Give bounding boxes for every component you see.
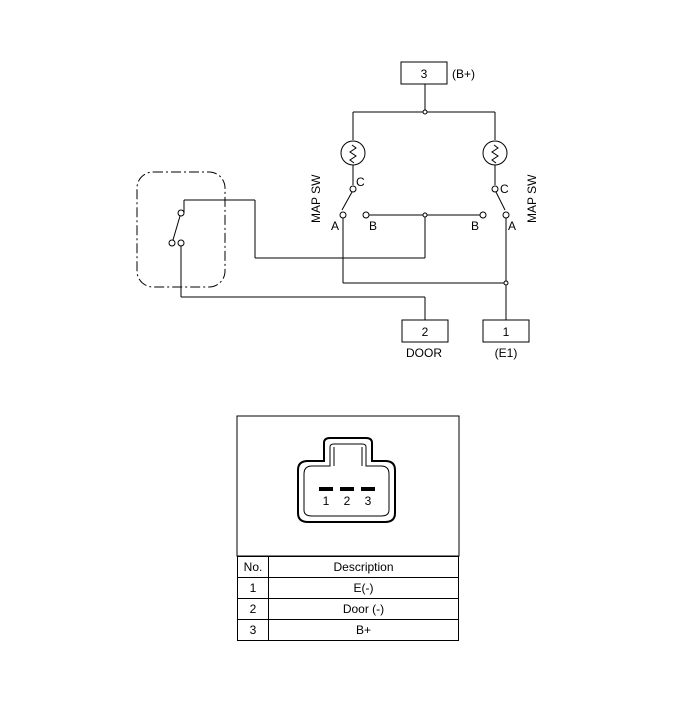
left-switch-terminal-a	[339, 211, 347, 219]
terminal-door-label: DOOR	[406, 346, 442, 360]
right-switch-label-a: A	[508, 219, 516, 233]
terminal-b-plus-number: 3	[421, 67, 428, 81]
right-switch-label-c: C	[500, 182, 509, 196]
terminal-b-plus-label: (B+)	[452, 67, 475, 81]
right-switch-terminal-b	[479, 211, 487, 219]
cell-no: 3	[237, 619, 269, 641]
connector-pin-3-label: 3	[365, 494, 372, 508]
terminal-door-number: 2	[422, 325, 429, 339]
terminal-e1-number: 1	[503, 325, 510, 339]
right-switch-name: MAP SW	[525, 174, 539, 223]
right-switch-label-b: B	[471, 219, 479, 233]
table-row: 2 Door (-)	[237, 598, 459, 620]
cell-description: Door (-)	[268, 598, 459, 620]
connector-pin-1-mark	[319, 487, 333, 491]
table-header-row: No. Description	[237, 556, 459, 578]
table-row: 3 B+	[237, 619, 459, 641]
header-description: Description	[268, 556, 459, 578]
cell-description: E(-)	[268, 577, 459, 599]
connector-pin-3-mark	[361, 487, 375, 491]
left-switch-label-a: A	[331, 219, 339, 233]
left-map-lamp-bulb	[340, 140, 366, 166]
left-switch-label-b: B	[369, 219, 377, 233]
terminal-door-box	[401, 319, 449, 343]
left-switch-name: MAP SW	[309, 174, 323, 223]
left-switch-label-c: C	[356, 175, 365, 189]
left-switch-terminal-b	[362, 211, 370, 219]
junction-b-link	[422, 212, 428, 218]
right-map-lamp-bulb	[482, 140, 508, 166]
door-switch-contact-lower-left	[168, 239, 176, 247]
connector-pin-1-label: 1	[323, 494, 330, 508]
table-row: 1 E(-)	[237, 577, 459, 599]
junction-b-plus	[422, 109, 428, 115]
right-switch-terminal-a	[502, 211, 510, 219]
connector-pin-2-mark	[340, 487, 354, 491]
terminal-e1-label: (E1)	[495, 346, 518, 360]
terminal-e1-box	[482, 319, 530, 343]
door-switch-contact-lower-right	[177, 239, 185, 247]
header-no: No.	[237, 556, 269, 578]
junction-ground	[503, 280, 509, 286]
connector-housing	[297, 437, 396, 523]
left-switch-terminal-c	[349, 185, 357, 193]
right-switch-terminal-c	[491, 185, 499, 193]
cell-no: 2	[237, 598, 269, 620]
cell-no: 1	[237, 577, 269, 599]
cell-description: B+	[268, 619, 459, 641]
terminal-b-plus-box	[400, 61, 448, 85]
connector-pin-2-label: 2	[344, 494, 351, 508]
pin-description-table: No. Description 1 E(-) 2 Door (-) 3 B+	[237, 556, 459, 641]
door-switch-contact-upper	[177, 209, 185, 217]
